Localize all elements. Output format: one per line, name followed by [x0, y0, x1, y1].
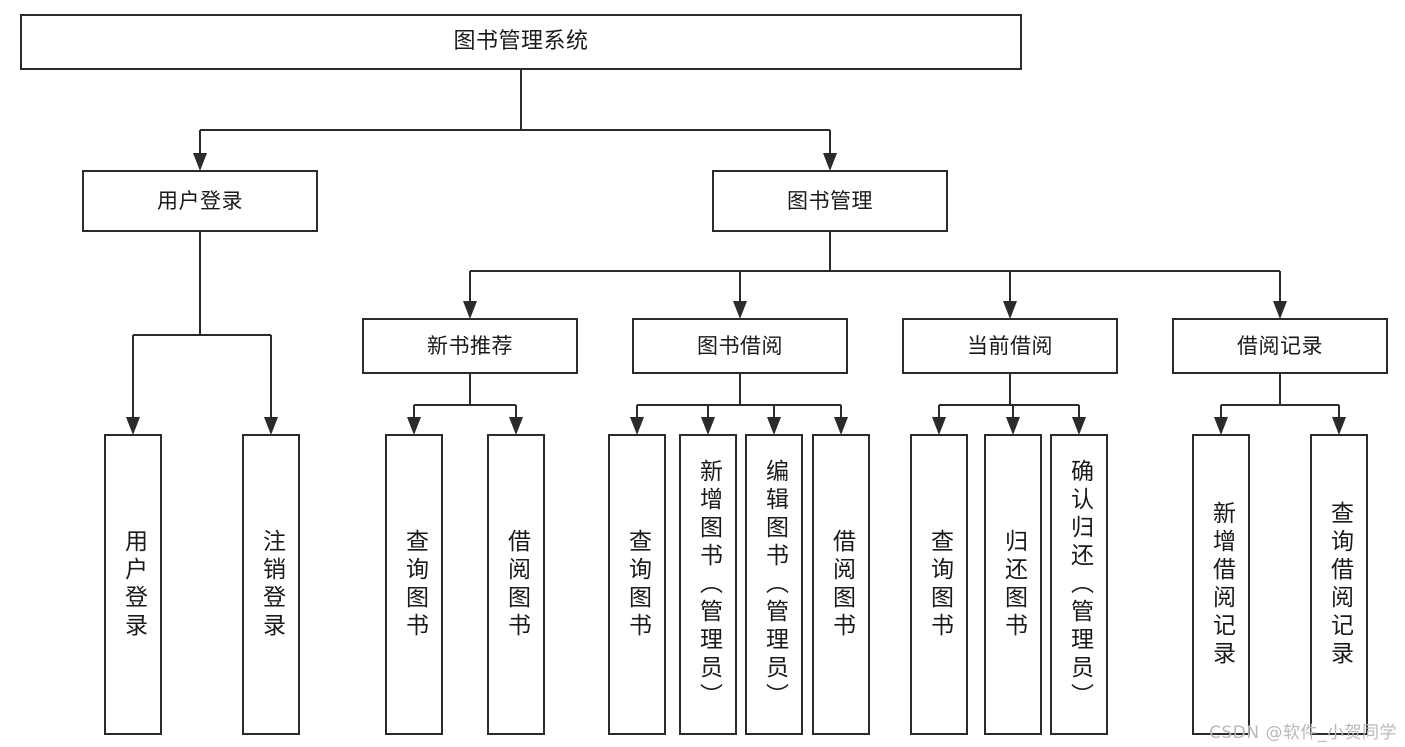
node-leaf-2[interactable]: 注销登录 — [242, 434, 300, 735]
connector-level1-drop — [469, 271, 471, 301]
arrow-head-icon — [126, 417, 140, 435]
connector-leaf-drop — [938, 405, 940, 417]
node-leaf-label: 确认归还（管理员） — [1066, 458, 1093, 711]
connector-leaf-drop — [1220, 405, 1222, 417]
node-root-1[interactable]: 图书管理系统 — [20, 14, 1022, 70]
arrow-head-icon — [733, 301, 747, 319]
connector-leaf-drop — [773, 405, 775, 417]
node-leaf-13[interactable]: 查询借阅记录 — [1310, 434, 1368, 735]
node-level1-1[interactable]: 用户登录 — [82, 170, 318, 232]
connector-leaf-stem — [469, 374, 471, 405]
arrow-head-icon — [1273, 301, 1287, 319]
connector-leaf-bar — [414, 404, 516, 406]
arrow-head-icon — [264, 417, 278, 435]
connector-level1-drop — [1279, 271, 1281, 301]
node-level1-label: 用户登录 — [157, 188, 243, 213]
arrow-head-icon — [407, 417, 421, 435]
node-leaf-11[interactable]: 确认归还（管理员） — [1050, 434, 1108, 735]
connector-leaf-drop — [1338, 405, 1340, 417]
connector-level1-bar — [470, 270, 1280, 272]
node-leaf-1[interactable]: 用户登录 — [104, 434, 162, 735]
connector-level1-stem — [829, 232, 831, 271]
connector-leaf-drop — [636, 405, 638, 417]
connector-leaf-stem — [739, 374, 741, 405]
arrow-head-icon — [1003, 301, 1017, 319]
connector-leaf-drop — [132, 335, 134, 417]
arrow-head-icon — [193, 153, 207, 171]
node-leaf-label: 新增图书（管理员） — [695, 458, 722, 711]
node-level2-3[interactable]: 当前借阅 — [902, 318, 1118, 374]
connector-leaf-drop — [707, 405, 709, 417]
connector-level1-drop — [1009, 271, 1011, 301]
connector-leaf-bar — [133, 334, 271, 336]
arrow-head-icon — [1072, 417, 1086, 435]
connector-leaf-drop — [515, 405, 517, 417]
node-leaf-label: 查询图书 — [401, 528, 428, 641]
node-level2-label: 借阅记录 — [1237, 333, 1323, 358]
arrow-head-icon — [1332, 417, 1346, 435]
connector-leaf-bar — [637, 404, 841, 406]
connector-leaf-stem — [199, 232, 201, 335]
node-level2-label: 图书借阅 — [697, 333, 783, 358]
connector-root-drop — [199, 130, 201, 153]
connector-root-bar — [200, 129, 830, 131]
node-level2-1[interactable]: 新书推荐 — [362, 318, 578, 374]
connector-leaf-drop — [413, 405, 415, 417]
connector-leaf-bar — [939, 404, 1079, 406]
node-level2-label: 当前借阅 — [967, 333, 1053, 358]
connector-root-drop — [829, 130, 831, 153]
arrow-head-icon — [834, 417, 848, 435]
connector-leaf-drop — [270, 335, 272, 417]
node-leaf-label: 编辑图书（管理员） — [761, 458, 788, 711]
node-level1-2[interactable]: 图书管理 — [712, 170, 948, 232]
node-leaf-label: 查询图书 — [926, 528, 953, 641]
node-leaf-10[interactable]: 归还图书 — [984, 434, 1042, 735]
node-root-label: 图书管理系统 — [453, 29, 589, 55]
node-leaf-label: 借阅图书 — [828, 528, 855, 641]
arrow-head-icon — [509, 417, 523, 435]
connector-leaf-bar — [1221, 404, 1339, 406]
connector-level1-drop — [739, 271, 741, 301]
connector-leaf-stem — [1009, 374, 1011, 405]
node-level2-4[interactable]: 借阅记录 — [1172, 318, 1388, 374]
node-leaf-5[interactable]: 查询图书 — [608, 434, 666, 735]
node-leaf-3[interactable]: 查询图书 — [385, 434, 443, 735]
arrow-head-icon — [630, 417, 644, 435]
node-level2-label: 新书推荐 — [427, 333, 513, 358]
node-leaf-label: 新增借阅记录 — [1208, 500, 1235, 669]
connector-leaf-stem — [1279, 374, 1281, 405]
node-leaf-7[interactable]: 编辑图书（管理员） — [745, 434, 803, 735]
connector-root-stem — [520, 70, 522, 130]
node-leaf-label: 用户登录 — [120, 528, 147, 641]
node-leaf-label: 查询图书 — [624, 528, 651, 641]
node-leaf-4[interactable]: 借阅图书 — [487, 434, 545, 735]
node-leaf-label: 借阅图书 — [503, 528, 530, 641]
arrow-head-icon — [1006, 417, 1020, 435]
connector-leaf-drop — [840, 405, 842, 417]
arrow-head-icon — [932, 417, 946, 435]
node-leaf-8[interactable]: 借阅图书 — [812, 434, 870, 735]
node-level2-2[interactable]: 图书借阅 — [632, 318, 848, 374]
arrow-head-icon — [463, 301, 477, 319]
node-leaf-label: 注销登录 — [258, 528, 285, 641]
arrow-head-icon — [823, 153, 837, 171]
arrow-head-icon — [701, 417, 715, 435]
arrow-head-icon — [1214, 417, 1228, 435]
node-leaf-12[interactable]: 新增借阅记录 — [1192, 434, 1250, 735]
node-leaf-label: 查询借阅记录 — [1326, 500, 1353, 669]
node-leaf-label: 归还图书 — [1000, 528, 1027, 641]
node-leaf-6[interactable]: 新增图书（管理员） — [679, 434, 737, 735]
connector-leaf-drop — [1078, 405, 1080, 417]
connector-leaf-drop — [1012, 405, 1014, 417]
watermark-text: CSDN @软件_小贺同学 — [1209, 723, 1397, 743]
node-leaf-9[interactable]: 查询图书 — [910, 434, 968, 735]
node-level1-label: 图书管理 — [787, 188, 873, 213]
arrow-head-icon — [767, 417, 781, 435]
